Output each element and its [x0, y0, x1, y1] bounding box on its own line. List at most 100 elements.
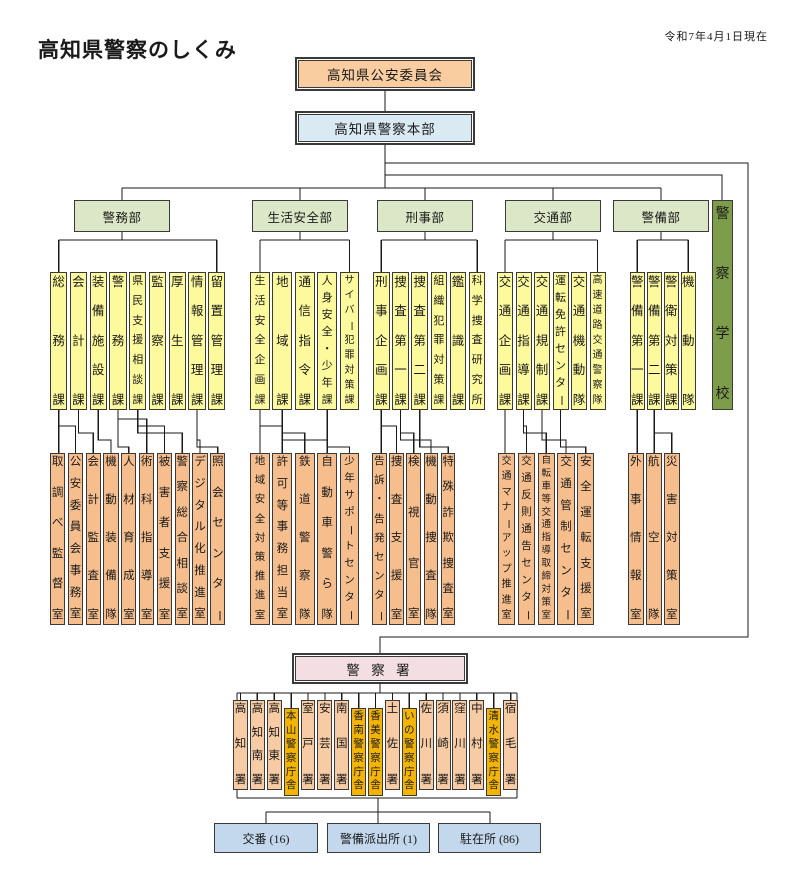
vertical-char: 警 [488, 738, 499, 750]
vertical-char: 佐 [420, 703, 432, 715]
vertical-char: タ [521, 592, 532, 604]
vertical-char: 取 [51, 456, 64, 468]
vertical-char: 察 [298, 570, 311, 583]
vertical-char: タ [344, 592, 355, 604]
vertical-char: 警 [665, 275, 678, 289]
division-box: 高速道路交通警察隊 [589, 272, 606, 410]
vertical-char: 査 [87, 570, 99, 583]
vertical-char: 相 [176, 557, 188, 570]
division-box: 情報管理課 [188, 272, 206, 410]
vertical-char: ー [501, 518, 513, 529]
office-box: 告訴・告発センター [372, 453, 387, 625]
vertical-char: 等 [276, 499, 289, 512]
vertical-char: 安 [321, 309, 333, 321]
vertical-char: 捜 [413, 275, 426, 289]
vertical-char: 置 [210, 304, 224, 319]
vertical-char: 察 [404, 752, 415, 764]
vertical-char: 生 [171, 333, 184, 348]
vertical-char: 室 [580, 608, 592, 621]
vertical-char: 則 [521, 507, 532, 519]
vertical-char: 照 [212, 456, 224, 468]
vertical-char: 一 [631, 363, 644, 378]
vertical-char: 会 [69, 543, 82, 556]
vertical-char: 庁 [404, 766, 415, 778]
vertical-char: ジ [194, 477, 206, 490]
vertical-char: 鉄 [298, 456, 311, 468]
vertical-char: 高 [234, 703, 247, 715]
vertical-char: 川 [420, 738, 432, 751]
office-box: 機動装備隊 [103, 453, 119, 625]
vertical-char: 捜 [394, 275, 407, 289]
vertical-char: 査 [442, 583, 454, 596]
vertical-char: 支 [158, 547, 171, 560]
department-label: 警務部 [102, 210, 142, 225]
vertical-char: 空 [648, 532, 660, 545]
vertical-char: ポ [344, 507, 355, 519]
vertical-char: 山 [285, 724, 297, 736]
vertical-char: 可 [276, 477, 289, 490]
office-box: 取調べ監督室 [50, 453, 66, 625]
office-box: 機動捜査隊 [423, 453, 439, 625]
vertical-char: 戸 [302, 738, 314, 751]
vertical-char: 情 [190, 275, 204, 289]
vertical-char: 交 [572, 275, 586, 289]
vertical-char: 課 [517, 392, 530, 407]
vertical-char: 鑑 [451, 275, 465, 289]
vertical-char: セ [212, 517, 224, 529]
vertical-char: 所 [471, 393, 483, 406]
vertical-char: ン [344, 575, 355, 587]
vertical-char: 査 [390, 494, 403, 507]
vertical-char: 企 [254, 354, 266, 367]
division-box: 留置管理課 [208, 272, 226, 410]
vertical-char: 備 [105, 570, 117, 583]
vertical-char: 生 [254, 275, 266, 287]
vertical-char: 担 [276, 564, 289, 577]
vertical-char: 隊 [298, 608, 311, 621]
vertical-char: 動 [425, 494, 437, 507]
vertical-char: 援 [390, 570, 403, 583]
vertical-char: 中 [471, 703, 483, 715]
headquarters-box: 高知県警察本部 [295, 111, 475, 145]
vertical-char: 室 [87, 608, 99, 621]
vertical-char: 自 [541, 456, 551, 466]
division-box: 県民支援相談課 [129, 272, 147, 410]
vertical-char: 宿 [504, 703, 517, 715]
department-box: 交通部 [505, 200, 601, 232]
vertical-char: 規 [535, 333, 549, 348]
vertical-char: 室 [407, 608, 420, 621]
vertical-char: 南 [251, 750, 264, 762]
vertical-char: 課 [111, 392, 125, 407]
vertical-char: 務 [276, 543, 289, 556]
office-box: 警察総合相談室 [174, 453, 190, 625]
division-box: 捜査第二課 [411, 272, 428, 410]
vertical-char: 察 [353, 752, 364, 764]
office-box: 被害者支援室 [156, 453, 173, 625]
division-box: 地域課 [272, 272, 293, 410]
division-box: 警備第二課 [647, 272, 662, 410]
vertical-char: 隊 [592, 395, 603, 406]
vertical-char: 全 [254, 513, 266, 525]
vertical-char: 監 [51, 547, 64, 560]
vertical-char: の [404, 724, 415, 736]
vertical-char: 推 [501, 579, 512, 591]
vertical-char: バ [344, 305, 355, 316]
office-box: 鉄道警察隊 [294, 453, 315, 625]
vertical-char: 隊 [648, 608, 660, 621]
vertical-char: ナ [501, 502, 512, 514]
vertical-char: 警 [648, 275, 661, 289]
vertical-char: ッ [501, 548, 512, 560]
vertical-char: 署 [386, 773, 399, 786]
vertical-char: 水 [488, 724, 499, 736]
vertical-char: 支 [390, 532, 403, 545]
station-box: 南国署 [334, 700, 350, 790]
vertical-char: 監 [151, 275, 164, 289]
annex-box: 清水警察庁舎 [486, 708, 502, 796]
vertical-char: 捜 [390, 456, 403, 468]
station-box: 中村署 [469, 700, 485, 790]
vertical-char: 隊 [105, 608, 117, 621]
vertical-char: 告 [521, 541, 532, 553]
vertical-char: 知 [234, 738, 247, 751]
station-box: 高知署 [233, 700, 248, 790]
vertical-char: 令 [298, 363, 311, 378]
office-box: 自動車警ら隊 [317, 453, 338, 625]
